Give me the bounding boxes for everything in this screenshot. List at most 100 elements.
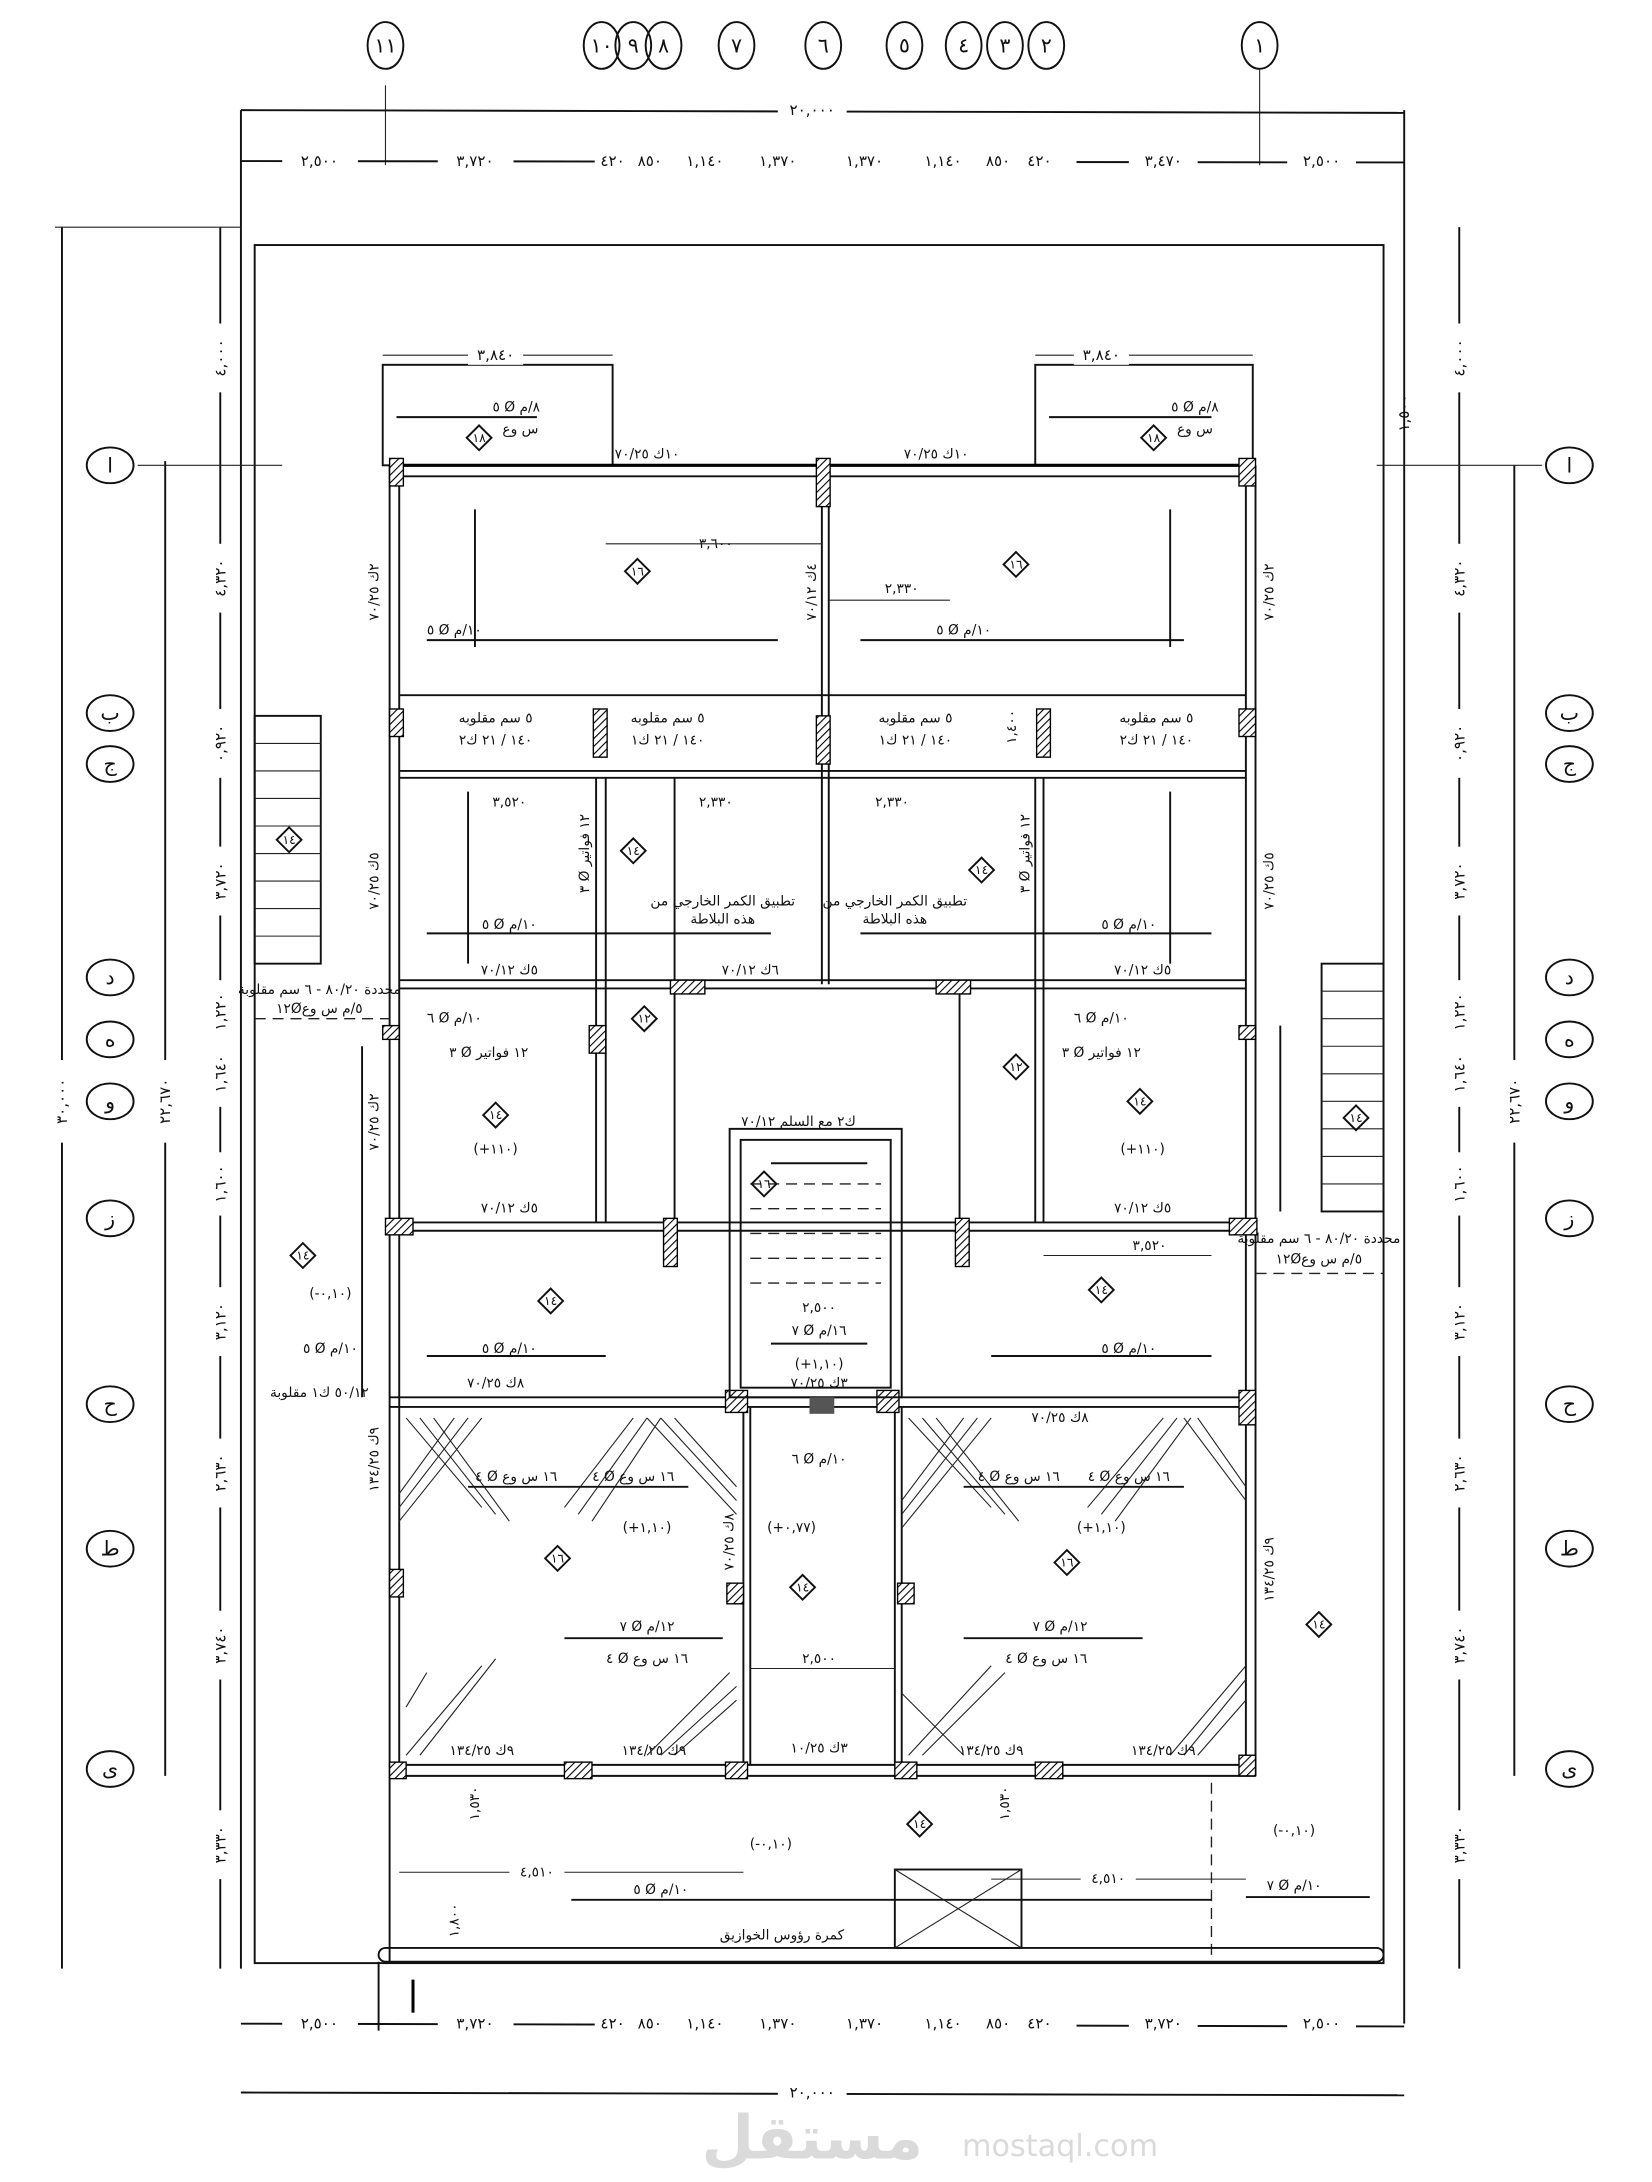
dim-segment: ٢,٥٠٠ (301, 152, 338, 170)
right-dimensions: ٢٢,٦٧٠ ٤,٠٠٠ ١,٥٠٠ ٤,٣٢٠ ٠,٩٢٠ ٣,٧٢٠ ١,٢… (1376, 227, 1542, 1969)
rebar-note: ٥ Ø ١٠/م (482, 917, 537, 933)
axis-label: د (1565, 965, 1574, 989)
dim-segment: ٢,٥٠٠ (1303, 2015, 1340, 2033)
axis-label: و (1563, 1089, 1574, 1113)
level-mark: (+٠,٧٧) (767, 1520, 816, 1536)
dim-segment: ٣,٧٢٠ (1145, 2015, 1182, 2033)
dim-segment: ٣,٤٧٠ (1145, 152, 1182, 170)
axis-label: ج (103, 752, 117, 776)
dim-segment: ٣,١٢٠ (1450, 1303, 1468, 1340)
rebar-note: ٤ Ø ١٦ س وع (592, 1469, 674, 1485)
axis-label: ٥ (899, 33, 910, 57)
watermark-brand: مستقل (701, 2104, 923, 2174)
column (726, 1582, 745, 1605)
rebar-note: ٥ Ø ١٠/م (427, 623, 482, 639)
axis-bubble-ya: ى (85, 1750, 135, 1788)
dim-segment: ٢,٦٣٠ (211, 1454, 229, 1491)
rebar-note: ٤ Ø ١٦ س وع (606, 1651, 688, 1667)
column (388, 1761, 407, 1780)
left-dimensions: ٣٠,٠٠٠ ٢٢,٦٧٠ ٤,٠٠٠ ٤,٣٢٠ ٠,٩٢٠ ٣,٧٢٠ ١,… (49, 226, 283, 1969)
rebar-note: ٦ Ø ١٠/م (792, 1451, 847, 1467)
rebar-note: ٧ Ø ١٢/م (1033, 1619, 1088, 1635)
pile-cap-beam: كمرة رؤوس الخوازيق (377, 1868, 1385, 2031)
svg-text:١٤: ١٤ (1133, 1094, 1146, 1108)
dim-segment: ٤,٣٢٠ (1450, 560, 1468, 597)
axis-bubble-alef: ا (85, 446, 135, 485)
column (662, 1217, 679, 1268)
axis-label: ح (1563, 1392, 1577, 1416)
edge-beam-note: ١٢Ø٥/م س وع (276, 1001, 363, 1017)
dim-segment: ٨٥٠ (986, 2015, 1010, 2033)
column (894, 1761, 918, 1780)
dim-segment: ٣,٧٢٠ (456, 2015, 493, 2033)
slab-note: هذه البلاطة (690, 912, 755, 928)
axis-bubble-waw: و (85, 1082, 135, 1121)
rebar-note: ٣ Ø ١٢ فواتير (449, 1045, 528, 1061)
column (815, 457, 831, 508)
axis-bubble-ha: ه (85, 1020, 135, 1059)
axis-label: ٢ (1041, 33, 1052, 57)
span-dim: ١,٥٣٠ (467, 1786, 483, 1820)
svg-text:١٤: ١٤ (282, 833, 295, 847)
axis-label: ا (107, 453, 113, 477)
dim-segment: ١,٦٠٠ (1450, 1165, 1468, 1202)
beam-label: ٩ك ١٣٤/٢٥ (1261, 1537, 1277, 1602)
svg-text:١٤: ١٤ (1349, 1111, 1362, 1125)
watermark-url: mostaql.com (962, 2129, 1158, 2164)
column (954, 1217, 970, 1268)
slab-tag: ١٤ (1305, 1610, 1333, 1639)
rebar-note: ٥ Ø ٨/م (1171, 399, 1219, 415)
axis-bubble-11: ١١ (366, 21, 405, 70)
slab-tag: ١٦ (543, 1544, 572, 1573)
dim-segment: ٣,٧٢٠ (456, 152, 493, 170)
axis-bubble-7: ٧ (717, 21, 756, 70)
column (388, 457, 405, 487)
slab-note: ١٤٠ / ٢١ ك٢ (1120, 733, 1193, 749)
slab-tag: ١٢ (630, 1004, 659, 1033)
column (896, 1582, 915, 1605)
dim-segment: ٨٥٠ (638, 2015, 662, 2033)
slab-tag: ١٤ (275, 826, 303, 854)
svg-text:١٤: ١٤ (1312, 1617, 1325, 1631)
beam-label: ٢ك ٧٠/٢٥ (366, 563, 382, 620)
axis-bubble-dal: د (1545, 958, 1594, 997)
rebar-note: ٥ Ø ١٠/م (936, 623, 991, 639)
dim-segment: ٤٢٠ (600, 152, 624, 170)
axis-bubble-3: ٣ (986, 21, 1024, 70)
column (724, 1389, 749, 1414)
axis-bubble-ba: ب (85, 694, 135, 732)
row-axis-bubbles-left: ا ب ج د ه و ز ح ط ى (85, 446, 135, 1788)
axis-label: ز (104, 1206, 115, 1230)
svg-text:١٦: ١٦ (551, 1551, 565, 1565)
span-dim: ٣,٥٢٠ (1133, 1238, 1167, 1254)
beam-label: ٥ك ٧٠/١٢ (481, 963, 538, 979)
dim-segment: ٣,٧٤٠ (1450, 1626, 1468, 1663)
rebar-note: ٤ Ø ١٦ س وع (978, 1469, 1060, 1485)
span-dim: ٤,٥١٠ (520, 1864, 554, 1880)
slab-note: ٥ سم مقلوبه (631, 711, 705, 727)
beam-label: ٩ك ١٣٤/٢٥ (1131, 1743, 1196, 1759)
level-mark: (+١,١٠) (795, 1356, 844, 1372)
dim-segment: ٢,٥٠٠ (301, 2015, 338, 2033)
svg-text:١٤: ١٤ (544, 1294, 557, 1308)
level-mark: (+١١٠) (473, 1142, 517, 1158)
svg-text:١٦: ١٦ (1060, 1556, 1074, 1570)
dim-segment: ٣,٧٤٠ (211, 1626, 229, 1663)
axis-bubble-2: ٢ (1027, 21, 1066, 70)
beam-label: ٩ك ١٣٤/٢٥ (450, 1743, 515, 1759)
slab-tag: ١٦ (750, 1170, 778, 1198)
axis-label: ز (1563, 1206, 1574, 1230)
column (388, 708, 405, 738)
axis-bubble-ha2: ح (85, 1385, 135, 1424)
axis-label: و (104, 1089, 115, 1113)
beam-label: ٩ك ١٣٤/٢٥ (622, 1743, 687, 1759)
dim-segment: ٠,٩٢٠ (211, 725, 229, 762)
column (935, 979, 972, 995)
axis-label: ٩ (628, 33, 639, 57)
dim-segment: ٤,٠٠٠ (211, 339, 229, 376)
top-dimensions: ٢٠,٠٠٠ ٢,٥٠٠ ٣,٧٢٠ ٤٢٠ ٨٥٠ ١,١٤٠ ١,٣٧٠ ١… (240, 99, 1405, 173)
slab-note: تطبيق الكمر الخارجي من (650, 894, 795, 910)
svg-text:١٦: ١٦ (631, 564, 645, 578)
slab-note: ١٤٠ / ٢١ ك١ (879, 733, 952, 749)
beam-label: ١٠ك ٧٠/٢٥ (615, 446, 680, 462)
